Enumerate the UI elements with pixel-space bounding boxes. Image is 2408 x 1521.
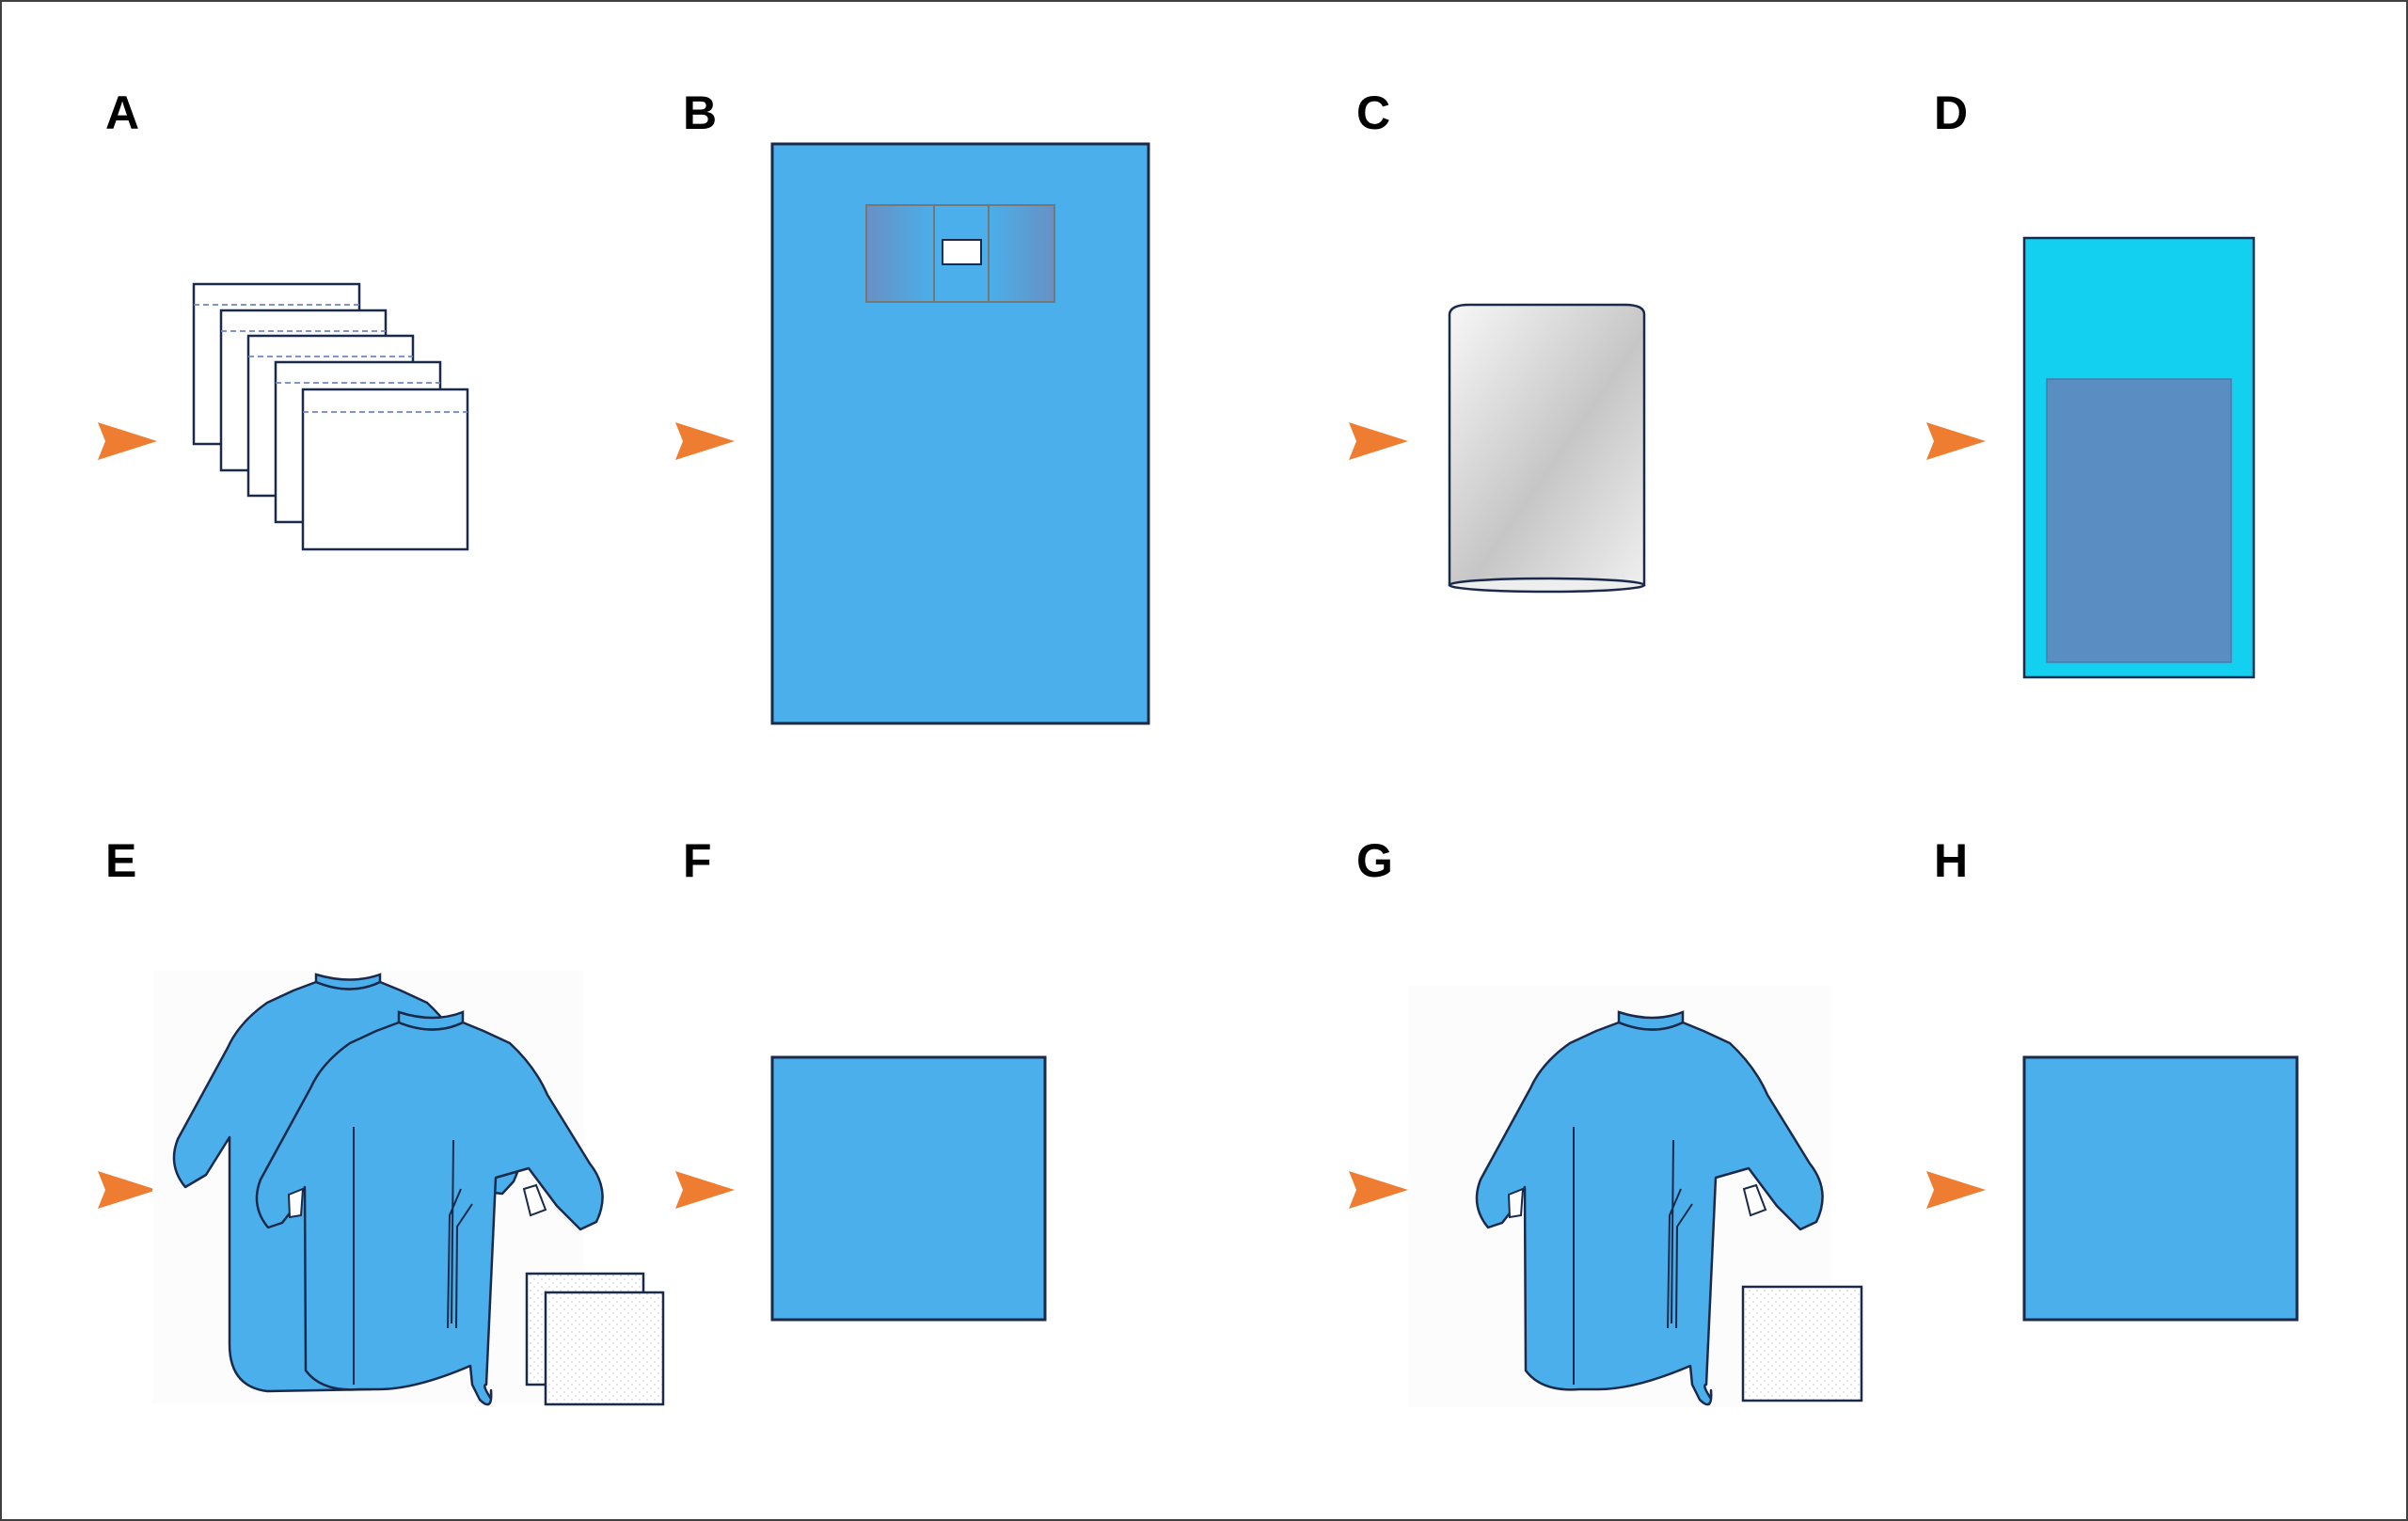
towel-sheet xyxy=(301,388,469,551)
reinforced-zone xyxy=(2046,378,2232,663)
panel-label-b: B xyxy=(683,87,717,139)
pointer-arrow-g xyxy=(1349,1171,1408,1209)
fenestrated-drape xyxy=(770,142,1150,725)
hand-towel-g xyxy=(1741,1285,1863,1402)
square-drape-h xyxy=(2022,1055,2299,1322)
towel-stack xyxy=(192,282,469,551)
pointer-arrow-c xyxy=(1349,422,1408,460)
table-cover xyxy=(2022,236,2256,679)
panel-label-e: E xyxy=(105,834,136,887)
square-drape-f xyxy=(770,1055,1047,1322)
panel-label-f: F xyxy=(683,834,712,887)
hand-towel xyxy=(544,1291,665,1406)
gown-single xyxy=(1475,1010,1824,1406)
pointer-arrow-d xyxy=(1926,422,1986,460)
towel-pair xyxy=(525,1272,665,1406)
panel-label-g: G xyxy=(1356,834,1393,887)
panel-label-c: C xyxy=(1356,87,1390,139)
panel-label-h: H xyxy=(1934,834,1968,887)
pointer-arrow-b xyxy=(675,422,735,460)
gown-front xyxy=(255,1010,604,1406)
pointer-arrow-h xyxy=(1926,1171,1986,1209)
pointer-arrow-f xyxy=(675,1171,735,1209)
transparent-cover xyxy=(1448,303,1646,594)
fenestration-hole xyxy=(942,239,982,265)
pointer-arrow-a xyxy=(98,422,157,460)
pointer-arrow-e xyxy=(98,1171,157,1209)
panel-label-a: A xyxy=(105,87,139,139)
panel-label-d: D xyxy=(1934,87,1968,139)
